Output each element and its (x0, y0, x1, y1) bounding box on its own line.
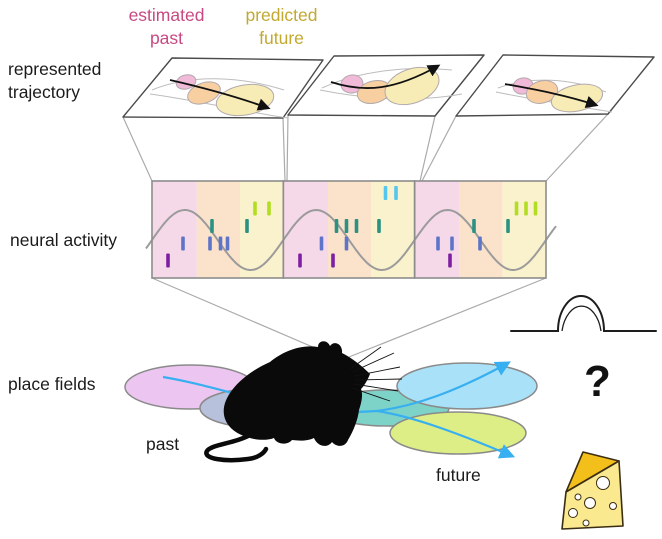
past-label: past (146, 434, 180, 454)
spike-blue (218, 236, 223, 251)
decoded-position-blob-pink (340, 74, 364, 94)
phase-band-orange (459, 181, 503, 278)
mouse-whiskers (349, 346, 403, 402)
spike-blue (450, 236, 454, 251)
predicted-future-line2: future (259, 28, 304, 48)
spike-blue (344, 236, 349, 251)
spike-teal (344, 219, 349, 233)
spike-blue (478, 236, 482, 251)
trajectory-arrow (169, 79, 271, 111)
spike-cyan (383, 186, 388, 200)
trajectory-arrow (504, 83, 599, 108)
connector-line (421, 115, 457, 182)
connector-line (545, 113, 609, 182)
spike-teal (354, 219, 359, 233)
spike-green (533, 201, 538, 216)
connector-line (282, 117, 286, 182)
trajectory-branch-future-down (376, 409, 516, 459)
trajectory-box (287, 54, 485, 117)
estimated-past-label: estimated past (104, 4, 229, 50)
spike-purple (331, 253, 335, 268)
represented-trajectory-line1: represented (8, 59, 102, 79)
phase-band-yellow (502, 181, 546, 278)
decoded-position-blob-yellow (384, 66, 440, 106)
theta-wave (145, 208, 557, 272)
spike-cyan (394, 186, 398, 200)
spike-green (514, 201, 519, 216)
trajectory-branch-future-up (376, 361, 511, 413)
mouse-silhouette-icon (204, 341, 403, 463)
spike-teal (506, 219, 510, 233)
mouse-hole-icon (510, 295, 657, 332)
neural-panel-border (413, 180, 547, 279)
decoded-position-blob-orange (187, 81, 221, 105)
mouse-body (223, 341, 370, 446)
spike-blue (225, 236, 230, 251)
neural-panels (145, 180, 557, 279)
neural-activity-label: neural activity (10, 230, 117, 250)
spike-green (267, 201, 271, 216)
trajectory-arrow (330, 64, 441, 90)
estimated-past-line2: past (149, 28, 184, 48)
spike-blue (181, 236, 185, 251)
spike-teal (472, 219, 476, 233)
connector-line (348, 277, 547, 358)
spike-teal (377, 219, 381, 233)
connector-line (419, 115, 436, 182)
estimated-past-line1: estimated (128, 5, 205, 25)
place-fields-label: place fields (8, 374, 96, 394)
spike-teal (334, 219, 339, 233)
connector-line (286, 114, 289, 182)
cheese-holes (568, 476, 617, 527)
spike-blue (208, 236, 212, 251)
spike-green (253, 201, 257, 216)
represented-trajectory-label: represented trajectory (8, 58, 101, 104)
predicted-future-line1: predicted (245, 5, 318, 25)
predicted-future-label: predicted future (219, 4, 344, 50)
phase-band-orange (196, 181, 240, 278)
connector-lines (122, 113, 609, 358)
represented-trajectory-line2: trajectory (8, 82, 80, 102)
trajectory-box (122, 57, 324, 119)
trajectory-box (455, 54, 655, 117)
spike-purple (448, 253, 452, 268)
spike-teal (245, 219, 249, 233)
future-label: future (436, 465, 481, 485)
question-mark: ? (584, 357, 611, 406)
trajectory-guide-line (151, 78, 285, 91)
trajectory-boxes (122, 54, 655, 119)
spike-blue (319, 236, 324, 251)
connector-line (151, 277, 337, 358)
cheese-wedge-icon (561, 451, 624, 530)
mouse-tail (204, 431, 269, 463)
trajectory-box-frame (122, 57, 324, 119)
spike-purple (298, 253, 302, 268)
spike-teal (210, 219, 214, 233)
connector-line (122, 116, 153, 182)
spike-purple (166, 253, 170, 268)
spike-blue (436, 236, 440, 251)
spike-green (524, 201, 528, 216)
